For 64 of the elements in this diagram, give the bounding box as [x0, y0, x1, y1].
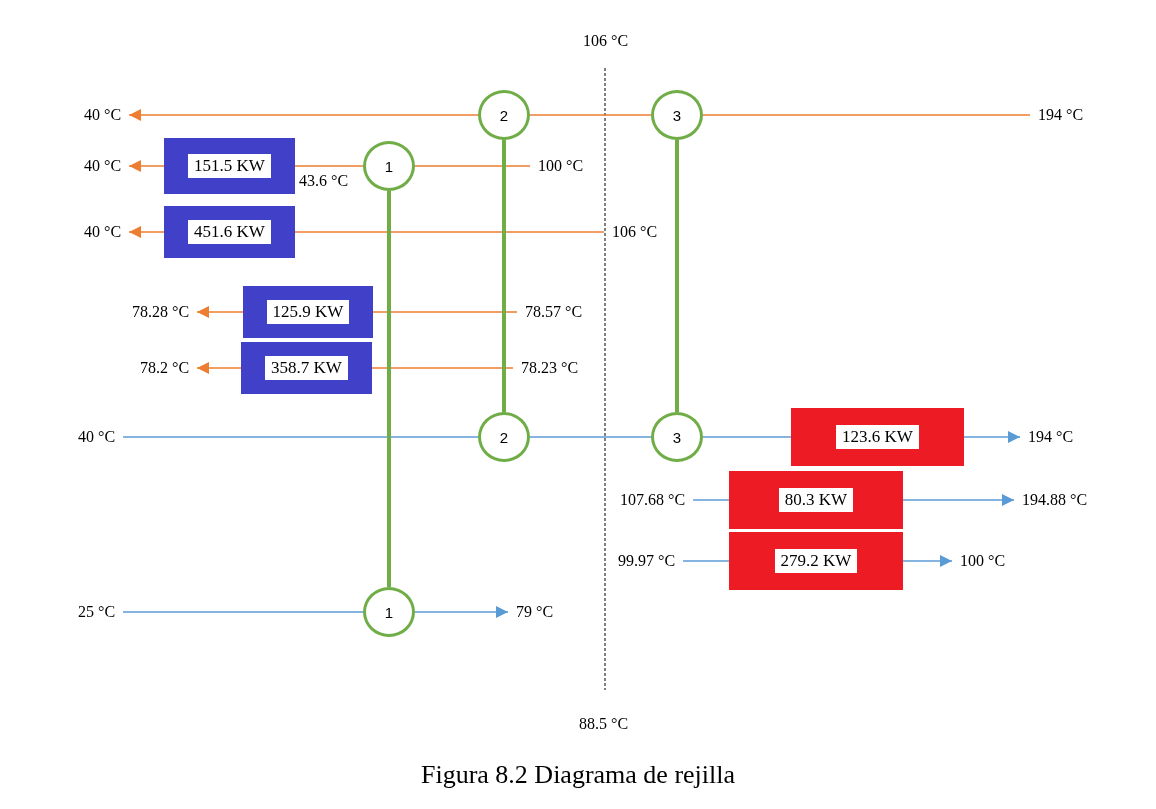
- duty-label: 125.9 KW: [266, 300, 350, 324]
- stream-line: [675, 140, 679, 412]
- temperature-label: 194.88 °C: [1014, 490, 1096, 510]
- arrow: [128, 109, 479, 121]
- temperature-label: 99.97 °C: [610, 551, 684, 571]
- stream-line: [414, 165, 531, 167]
- duty-label: 151.5 KW: [188, 154, 271, 178]
- duty-label: 123.6 KW: [836, 425, 919, 449]
- duty-label: 279.2 KW: [774, 549, 858, 573]
- exchanger-circle: 2: [478, 90, 530, 140]
- figure-caption: Figura 8.2 Diagrama de rejilla: [419, 760, 737, 790]
- cooler-block: [243, 286, 373, 338]
- stream-line: [387, 191, 391, 587]
- temperature-label: 40 °C: [76, 222, 130, 242]
- temperature-label: 40 °C: [76, 156, 130, 176]
- arrow: [196, 362, 242, 374]
- arrow: [902, 555, 953, 567]
- stream-line: [294, 231, 605, 233]
- temperature-label: 78.28 °C: [124, 302, 198, 322]
- temperature-label: 194 °C: [1020, 427, 1082, 447]
- stream-line: [372, 311, 518, 313]
- stream-line: [122, 436, 479, 438]
- stream-line: [702, 436, 792, 438]
- duty-label: 451.6 KW: [188, 220, 271, 244]
- exchanger-circle: 1: [363, 587, 415, 637]
- temperature-label: 106 °C: [604, 222, 666, 242]
- stream-line: [122, 611, 364, 613]
- temperature-label: 40 °C: [76, 105, 130, 125]
- temperature-label: 107.68 °C: [612, 490, 694, 510]
- stream-line: [682, 560, 730, 562]
- arrow: [196, 306, 244, 318]
- temperature-label: 79 °C: [508, 602, 562, 622]
- arrow: [963, 431, 1021, 443]
- cooler-block: [164, 138, 295, 194]
- duty-label: 358.7 KW: [265, 356, 348, 380]
- exchanger-circle: 2: [478, 412, 530, 462]
- heater-block: [729, 471, 903, 529]
- heater-block: [729, 532, 903, 590]
- temperature-label: 78.57 °C: [517, 302, 591, 322]
- cooler-block: [241, 342, 372, 394]
- stream-line: [502, 140, 506, 412]
- arrow: [128, 160, 165, 172]
- temperature-label: 194 °C: [1030, 105, 1092, 125]
- temperature-label: 78.23 °C: [513, 358, 587, 378]
- heater-block: [791, 408, 964, 466]
- cooler-block: [164, 206, 295, 258]
- arrow: [128, 226, 165, 238]
- stream-line: [529, 114, 652, 116]
- exchanger-circle: 3: [651, 412, 703, 462]
- stream-line: [529, 436, 652, 438]
- stream-line: [371, 367, 514, 369]
- temperature-label: 25 °C: [70, 602, 124, 622]
- stream-line: [702, 114, 1031, 116]
- exchanger-circle: 3: [651, 90, 703, 140]
- exchanger-circle: 1: [363, 141, 415, 191]
- stream-line: [294, 165, 364, 167]
- temperature-label: 40 °C: [70, 427, 124, 447]
- temperature-label: 100 °C: [952, 551, 1014, 571]
- stream-line: [692, 499, 730, 501]
- duty-label: 80.3 KW: [778, 488, 854, 512]
- temperature-label: 78.2 °C: [132, 358, 198, 378]
- temperature-label: 100 °C: [530, 156, 592, 176]
- arrow: [414, 606, 509, 618]
- arrow: [902, 494, 1015, 506]
